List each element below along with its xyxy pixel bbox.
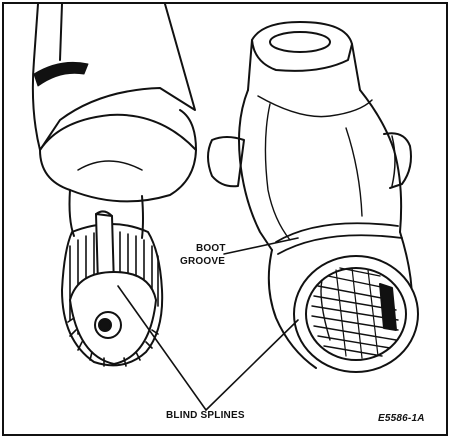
slip-yoke [207,21,419,373]
figure-code: E5586-1A [378,413,425,424]
boot-groove-label-line1: BOOT [196,243,226,254]
leader-lines [117,237,299,411]
boot-groove-label-line2: GROOVE [180,256,226,267]
splined-shaft [31,3,197,367]
blind-splines-label: BLIND SPLINES [166,410,245,421]
